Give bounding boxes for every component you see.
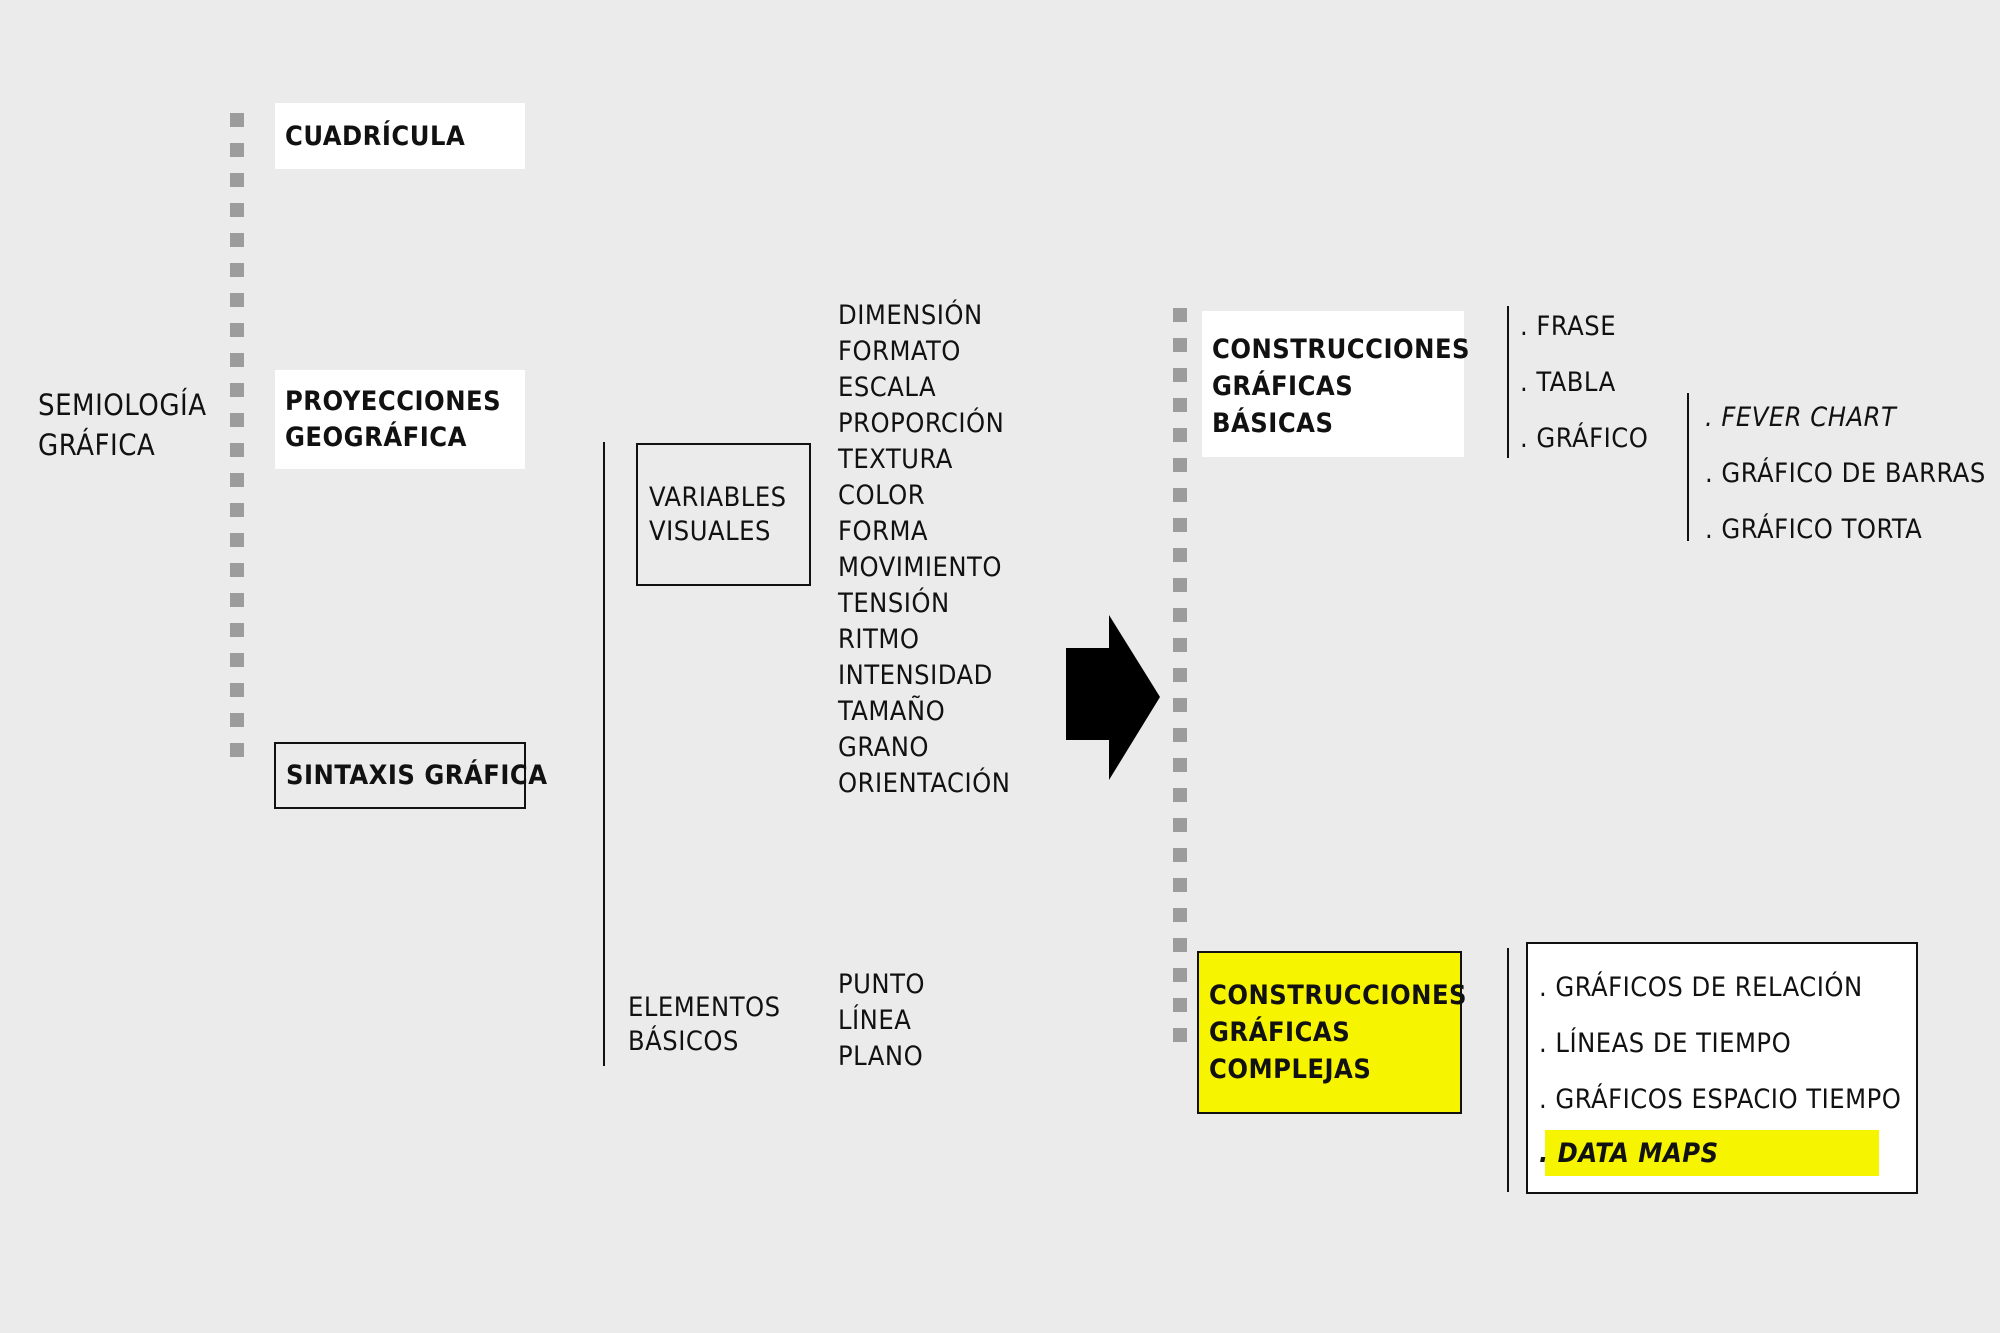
basicas-item-frase: . FRASE	[1520, 311, 1617, 342]
variables-line2: VISUALES	[649, 516, 771, 547]
data-maps-highlight	[1545, 1130, 1879, 1176]
elementos-line2: BÁSICOS	[628, 1026, 739, 1057]
complejas-list-box: . GRÁFICOS DE RELACIÓN . LÍNEAS DE TIEMP…	[1526, 942, 1918, 1194]
complejas-item-relacion: . GRÁFICOS DE RELACIÓN	[1539, 972, 1863, 1003]
root-label-line1: SEMIOLOGÍA	[38, 388, 207, 422]
sintaxis-box: SINTAXIS GRÁFICA	[274, 742, 547, 809]
variable-item: RITMO	[838, 624, 920, 655]
complejas-item-espacio-tiempo: . GRÁFICOS ESPACIO TIEMPO	[1539, 1084, 1902, 1115]
right-dotted-connector	[1173, 308, 1187, 1058]
variable-item: TENSIÓN	[838, 588, 950, 619]
variable-item: COLOR	[838, 480, 926, 511]
variables-visuales-label: VARIABLES VISUALES	[649, 481, 787, 549]
root-label-line2: GRÁFICA	[38, 428, 156, 462]
elementos-basicos-list: PUNTO LÍNEA PLANO	[838, 967, 925, 1075]
root-node-label: SEMIOLOGÍA GRÁFICA	[38, 385, 207, 465]
basicas-line1: CONSTRUCCIONES	[1212, 334, 1471, 365]
complejas-line1: CONSTRUCCIONES	[1209, 980, 1468, 1011]
grafico-bracket-line	[1687, 393, 1689, 541]
basicas-line2: GRÁFICAS	[1212, 371, 1354, 402]
complejas-item-data-maps: . DATA MAPS	[1539, 1138, 1719, 1169]
construcciones-complejas-box: CONSTRUCCIONES GRÁFICAS COMPLEJAS	[1197, 951, 1467, 1114]
variable-item: ESCALA	[838, 372, 937, 403]
variable-item: MOVIMIENTO	[838, 552, 1002, 583]
elementos-basicos-label: ELEMENTOS BÁSICOS	[628, 991, 781, 1059]
right-arrow-icon	[1066, 615, 1160, 780]
elemento-item: LÍNEA	[838, 1005, 912, 1036]
variable-item: FORMATO	[838, 336, 961, 367]
complejas-item-lineas-tiempo: . LÍNEAS DE TIEMPO	[1539, 1028, 1792, 1059]
proyecciones-label: PROYECCIONES GEOGRÁFICA	[285, 384, 501, 456]
grafico-item-torta: . GRÁFICO TORTA	[1705, 514, 1923, 545]
elementos-line1: ELEMENTOS	[628, 992, 781, 1023]
grafico-item-barras: . GRÁFICO DE BARRAS	[1705, 458, 1986, 489]
cuadricula-label: CUADRÍCULA	[285, 121, 466, 152]
construcciones-complejas-label: CONSTRUCCIONES GRÁFICAS COMPLEJAS	[1209, 977, 1467, 1088]
proyecciones-box: PROYECCIONES GEOGRÁFICA	[275, 370, 525, 469]
sintaxis-bracket-line	[603, 442, 605, 1066]
variable-item: INTENSIDAD	[838, 660, 993, 691]
complejas-line2: GRÁFICAS	[1209, 1017, 1351, 1048]
elemento-item: PUNTO	[838, 969, 926, 1000]
basicas-line3: BÁSICAS	[1212, 408, 1334, 439]
complejas-line3: COMPLEJAS	[1209, 1054, 1372, 1085]
proyecciones-line1: PROYECCIONES	[285, 386, 502, 417]
variable-item: ORIENTACIÓN	[838, 768, 1011, 799]
construcciones-basicas-label: CONSTRUCCIONES GRÁFICAS BÁSICAS	[1212, 331, 1470, 442]
complejas-bracket-line	[1507, 948, 1509, 1192]
variables-visuales-list: DIMENSIÓN FORMATO ESCALA PROPORCIÓN TEXT…	[838, 298, 1010, 802]
variable-item: TEXTURA	[838, 444, 953, 475]
variables-line1: VARIABLES	[649, 482, 787, 513]
basicas-item-tabla: . TABLA	[1520, 367, 1616, 398]
elemento-item: PLANO	[838, 1041, 924, 1072]
proyecciones-line2: GEOGRÁFICA	[285, 422, 467, 453]
variable-item: TAMAÑO	[838, 696, 946, 727]
variable-item: FORMA	[838, 516, 929, 547]
left-dotted-connector	[230, 113, 244, 773]
variable-item: DIMENSIÓN	[838, 300, 983, 331]
basicas-item-grafico: . GRÁFICO	[1520, 423, 1649, 454]
construcciones-basicas-box: CONSTRUCCIONES GRÁFICAS BÁSICAS	[1202, 311, 1470, 457]
basicas-bracket-line	[1507, 306, 1509, 458]
variables-visuales-box: VARIABLES VISUALES	[636, 443, 811, 586]
grafico-item-fever-chart: . FEVER CHART	[1705, 402, 1897, 433]
variable-item: GRANO	[838, 732, 930, 763]
sintaxis-label: SINTAXIS GRÁFICA	[286, 760, 548, 791]
variable-item: PROPORCIÓN	[838, 408, 1005, 439]
cuadricula-box: CUADRÍCULA	[275, 103, 525, 169]
